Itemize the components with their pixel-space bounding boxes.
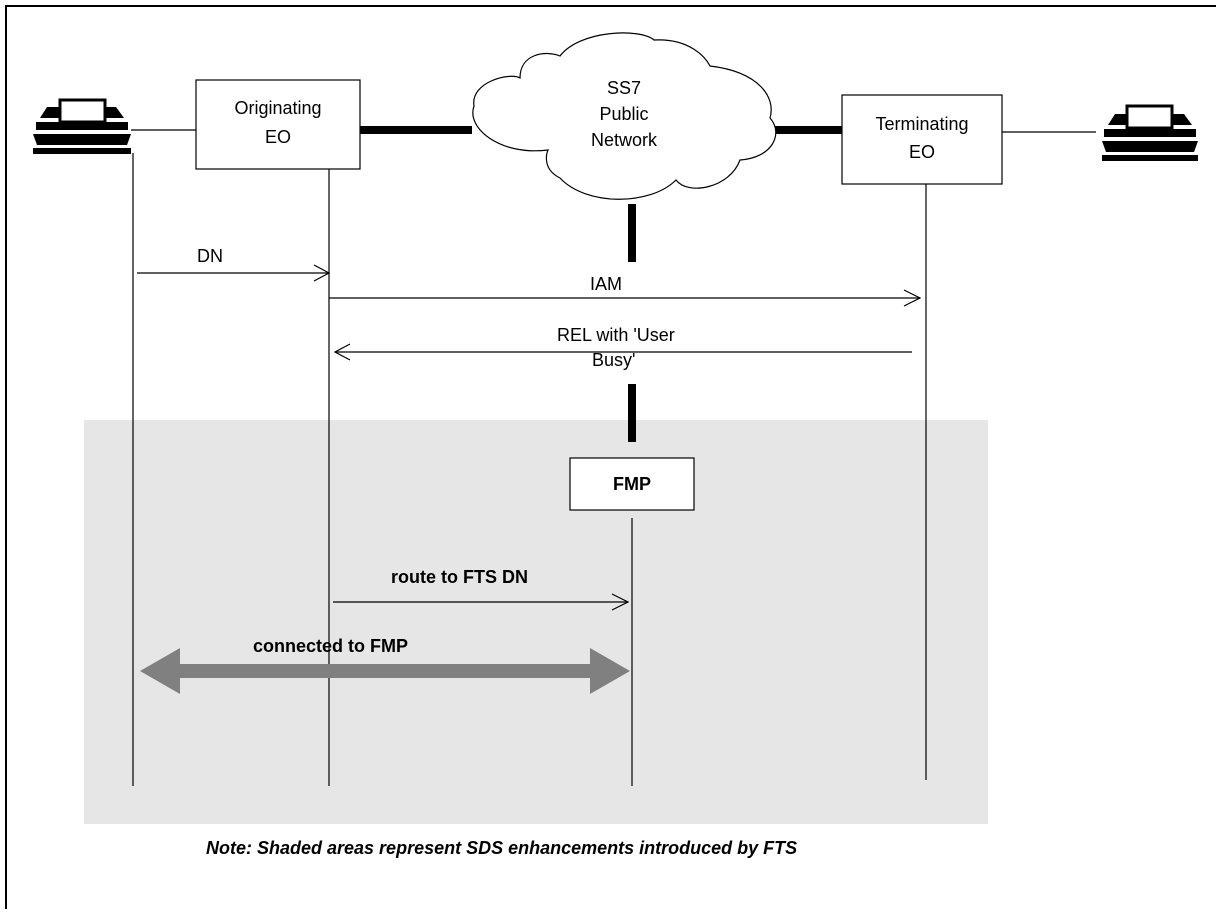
ss7-label-2: Public	[599, 104, 648, 124]
terminating-eo-label-1: Terminating	[875, 114, 968, 134]
ss7-cloud	[472, 32, 777, 200]
iam-label: IAM	[590, 274, 622, 294]
route-label: route to FTS DN	[391, 567, 528, 587]
route-arrow	[333, 593, 630, 611]
shading-note: Note: Shaded areas represent SDS enhance…	[206, 838, 797, 858]
originating-eo-label-1: Originating	[234, 98, 321, 118]
ss7-label-3: Network	[591, 130, 658, 150]
iam-arrow	[329, 289, 922, 307]
shaded-area	[84, 420, 988, 824]
ss7-label-1: SS7	[607, 78, 641, 98]
dn-arrow	[137, 264, 331, 282]
originating-eo-box	[195, 79, 361, 170]
terminating-eo-box	[841, 94, 1003, 185]
fmp-label: FMP	[613, 474, 651, 494]
terminating-eo-label-2: EO	[909, 142, 935, 162]
fmp-box	[569, 457, 695, 511]
connected-double-arrow	[140, 648, 630, 694]
diagram-frame	[5, 5, 1216, 914]
terminating-phone-icon	[1102, 104, 1198, 161]
dn-label: DN	[197, 246, 223, 266]
originating-eo-label-2: EO	[265, 127, 291, 147]
rel-label-2: Busy'	[592, 350, 635, 370]
rel-arrow	[333, 343, 912, 361]
rel-label-1: REL with 'User	[557, 325, 675, 345]
connected-label: connected to FMP	[253, 636, 408, 656]
originating-phone-icon	[33, 98, 131, 154]
